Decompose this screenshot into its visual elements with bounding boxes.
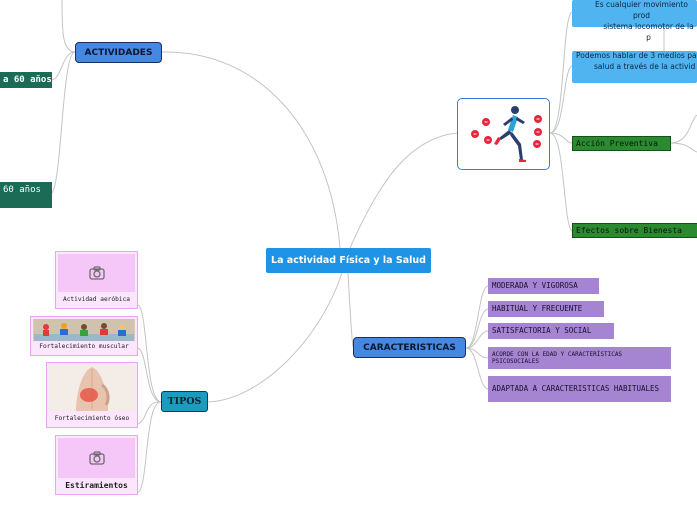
medios-line-1: Podemos hablar de 3 medios pa <box>576 51 697 60</box>
tipo-estiramientos[interactable]: Estiramientos <box>55 435 138 495</box>
medios-node[interactable]: Podemos hablar de 3 medios pa salud a tr… <box>572 51 697 83</box>
tipo-caption: Fortalecimiento muscular <box>39 343 129 350</box>
tipo-fortalecimiento-oseo[interactable]: Fortalecimiento óseo <box>46 362 138 428</box>
actividades-child-1[interactable]: a 60 años <box>0 72 52 88</box>
tipo-caption: Actividad aeróbica <box>62 296 131 303</box>
accion-preventiva-node[interactable]: Acción Preventiva <box>572 136 671 151</box>
central-topic-label: La actividad Física y la Salud <box>271 255 426 266</box>
efectos-bienestar-node[interactable]: Efectos sobre Bienesta <box>572 223 697 238</box>
actividades-node[interactable]: ACTIVIDADES <box>75 42 162 63</box>
caracteristica-item-4[interactable]: ACORDE CON LA EDAD Y CARACTERÍSTICAS PSI… <box>488 347 671 369</box>
image-placeholder <box>58 254 135 292</box>
caracteristica-label: ADAPTADA A CARACTERISTICAS HABITUALES <box>492 384 660 394</box>
caracteristica-item-5[interactable]: ADAPTADA A CARACTERISTICAS HABITUALES <box>488 376 671 402</box>
definicion-line-2: sistema locomotor de la p <box>603 21 694 42</box>
caracteristicas-node[interactable]: CARACTERISTICAS <box>353 337 466 358</box>
actividades-child-1-label: a 60 años <box>3 75 52 85</box>
caracteristica-label: MODERADA Y VIGOROSA <box>492 281 578 291</box>
runner-illustration <box>470 106 542 162</box>
tipos-node[interactable]: TIPOS <box>161 391 208 412</box>
tipo-actividad-aerobica[interactable]: Actividad aeróbica <box>55 251 138 309</box>
medios-line-2: salud a través de la activid <box>594 61 696 71</box>
back-pain-photo <box>49 365 135 411</box>
definicion-line-1: Es cualquier movimiento prod <box>595 0 688 20</box>
actividades-label: ACTIVIDADES <box>84 47 153 58</box>
caracteristica-item-1[interactable]: MODERADA Y VIGOROSA <box>488 278 599 294</box>
runner-image-node[interactable] <box>457 98 550 170</box>
definicion-node[interactable]: Es cualquier movimiento prod sistema loc… <box>572 0 697 42</box>
camera-icon <box>88 266 105 280</box>
people-exercising-photo <box>33 319 135 341</box>
caracteristica-label: ACORDE CON LA EDAD Y CARACTERÍSTICAS PSI… <box>492 350 623 366</box>
tipos-label: TIPOS <box>167 396 202 407</box>
central-topic[interactable]: La actividad Física y la Salud <box>266 248 431 273</box>
tipo-fortalecimiento-muscular[interactable]: Fortalecimiento muscular <box>30 316 138 356</box>
actividades-child-2-label: 60 años <box>3 185 41 195</box>
image-placeholder <box>58 438 135 478</box>
caracteristica-label: SATISFACTORIA Y SOCIAL <box>492 326 592 336</box>
actividades-child-2[interactable]: 60 años <box>0 182 52 208</box>
tipo-caption: Fortalecimiento óseo <box>54 415 130 422</box>
tipo-caption: Estiramientos <box>65 481 128 490</box>
efectos-bienestar-label: Efectos sobre Bienesta <box>576 226 682 235</box>
camera-icon <box>88 451 105 465</box>
caracteristicas-label: CARACTERISTICAS <box>363 342 456 353</box>
caracteristica-item-2[interactable]: HABITUAL Y FRECUENTE <box>488 301 604 317</box>
accion-preventiva-label: Acción Preventiva <box>576 139 658 148</box>
caracteristica-item-3[interactable]: SATISFACTORIA Y SOCIAL <box>488 323 614 339</box>
caracteristica-label: HABITUAL Y FRECUENTE <box>492 304 583 314</box>
